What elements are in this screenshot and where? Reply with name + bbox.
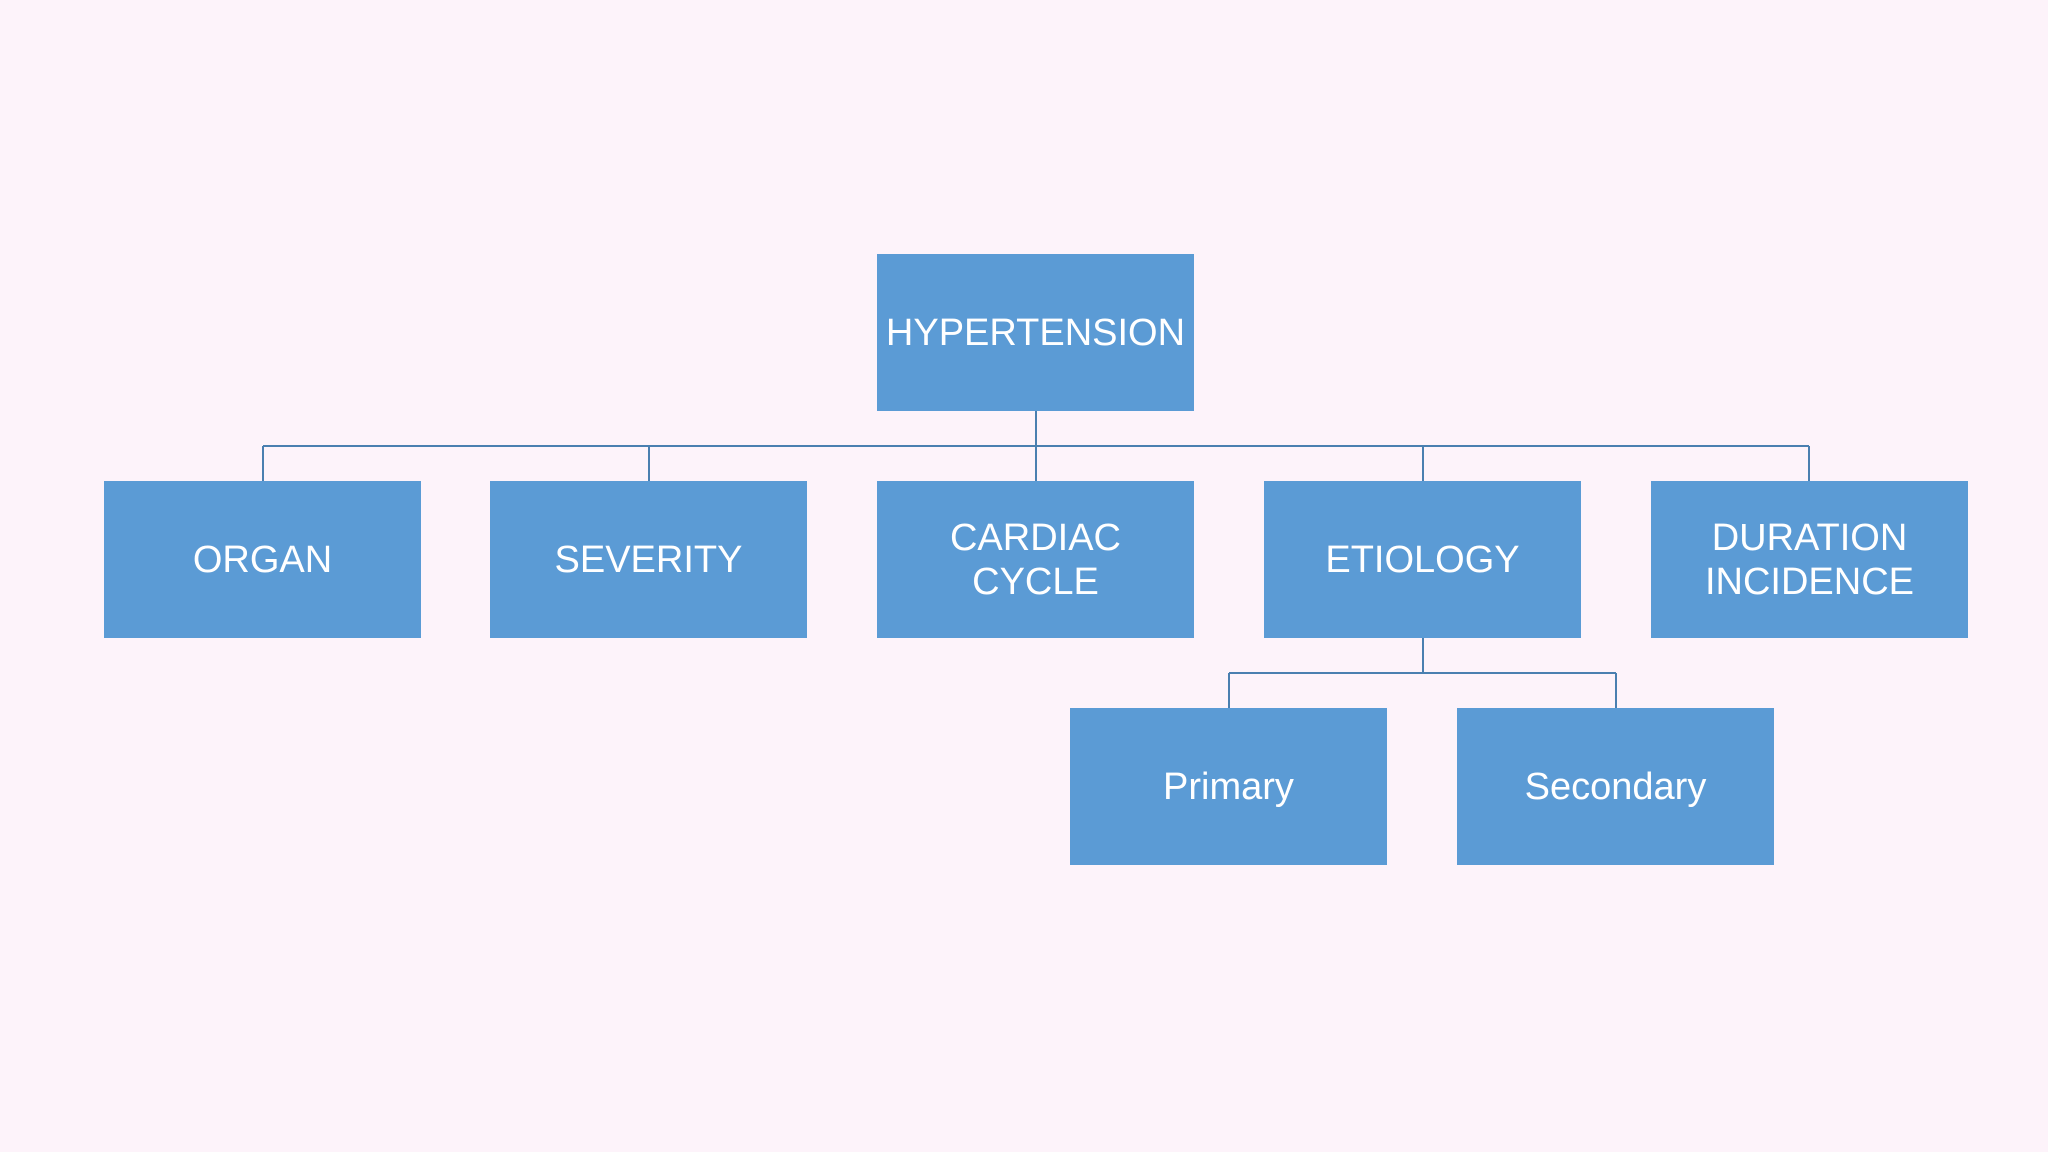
node-secondary: Secondary — [1457, 708, 1774, 865]
node-etiology: ETIOLOGY — [1264, 481, 1581, 638]
node-label: HYPERTENSION — [885, 311, 1186, 354]
node-hypertension: HYPERTENSION — [877, 254, 1194, 411]
node-label: ETIOLOGY — [1325, 538, 1520, 581]
node-primary: Primary — [1070, 708, 1387, 865]
node-label: SEVERITY — [554, 538, 743, 581]
node-organ: ORGAN — [104, 481, 421, 638]
node-cardiac-cycle: CARDIAC CYCLE — [877, 481, 1194, 638]
node-duration-incidence: DURATION INCIDENCE — [1651, 481, 1968, 638]
node-label: Primary — [1163, 765, 1294, 808]
node-severity: SEVERITY — [490, 481, 807, 638]
node-label: Secondary — [1524, 765, 1707, 808]
node-label: DURATION INCIDENCE — [1704, 516, 1915, 603]
node-label: CARDIAC CYCLE — [949, 516, 1122, 603]
node-label: ORGAN — [192, 538, 333, 581]
